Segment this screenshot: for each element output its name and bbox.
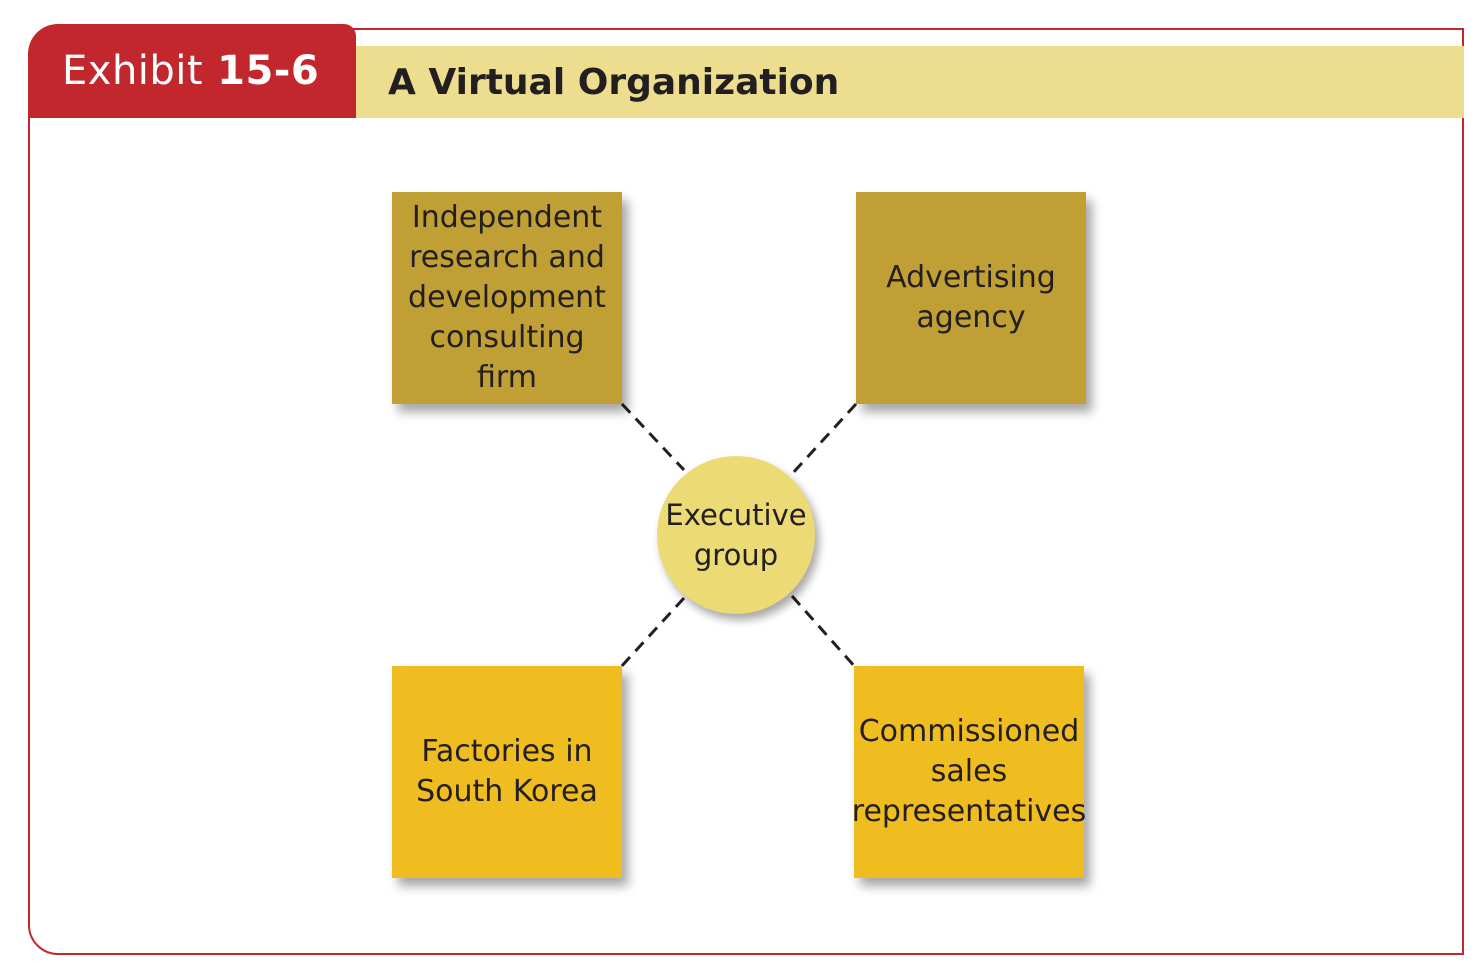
page-title: A Virtual Organization	[388, 61, 840, 103]
title-band: A Virtual Organization	[356, 46, 1464, 118]
node-advertising-agency: Advertising agency	[856, 192, 1086, 404]
center-label: Executive group	[665, 498, 807, 572]
node-factories: Factories in South Korea	[392, 666, 622, 878]
exhibit-number: 15-6	[217, 48, 320, 94]
node-label: Commissioned sales representatives	[851, 714, 1087, 829]
node-label: Advertising agency	[886, 260, 1056, 335]
connector-sales	[790, 595, 858, 669]
node-label: Factories in South Korea	[416, 734, 598, 809]
exhibit-tab: Exhibit 15-6	[28, 24, 356, 118]
connector-ads	[790, 402, 858, 476]
node-research-firm: Independent research and development con…	[392, 192, 622, 404]
connector-rnd	[620, 402, 686, 472]
node-executive-group: Executive group	[657, 456, 815, 614]
connector-factories	[618, 596, 686, 670]
node-label: Independent research and development con…	[408, 200, 606, 395]
exhibit-label: Exhibit	[62, 48, 204, 94]
node-sales-reps: Commissioned sales representatives	[851, 666, 1087, 878]
exhibit-frame	[28, 28, 1464, 955]
